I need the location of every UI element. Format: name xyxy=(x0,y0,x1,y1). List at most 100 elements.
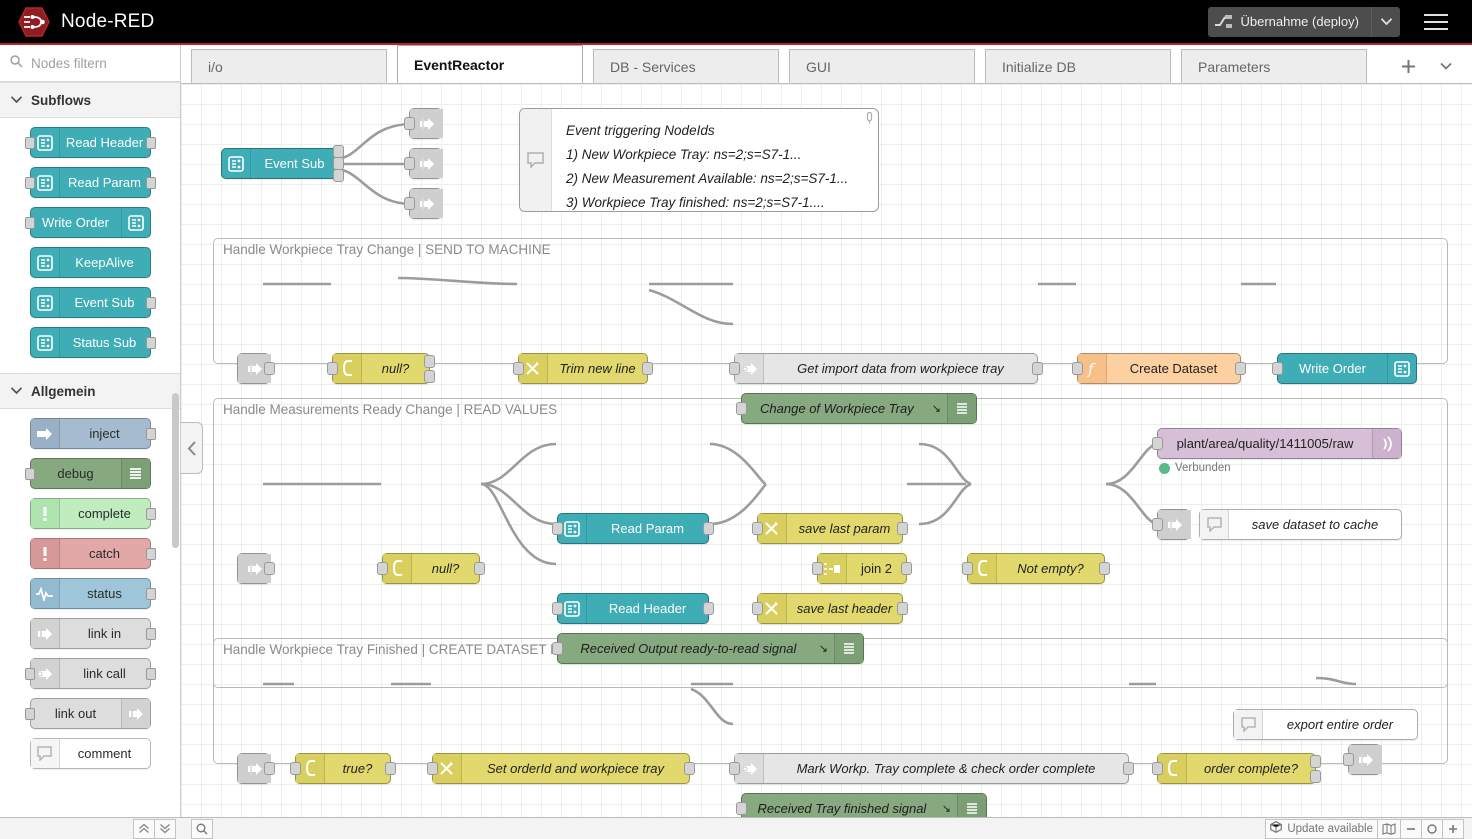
port-out[interactable] xyxy=(145,177,156,189)
port-out[interactable] xyxy=(264,562,275,575)
palette-node-link-call[interactable]: link call xyxy=(24,658,156,689)
port-out[interactable] xyxy=(145,548,156,560)
port-in[interactable] xyxy=(513,362,524,375)
palette-node-inject[interactable]: inject xyxy=(29,418,156,449)
node-switch-null-g1[interactable]: null? xyxy=(327,353,435,384)
node-link-out-1[interactable] xyxy=(404,108,443,139)
palette-node-status[interactable]: status xyxy=(29,578,156,609)
node-link-out-3[interactable] xyxy=(404,188,443,219)
chevrons-up-icon[interactable] xyxy=(133,818,155,839)
node-join-2[interactable]: join 2 xyxy=(812,553,912,584)
node-link-call-mark-workp-tray[interactable]: Mark Workp. Tray complete & check order … xyxy=(729,753,1134,784)
map-icon[interactable] xyxy=(1377,818,1401,839)
port-out[interactable] xyxy=(474,562,485,575)
port-out[interactable] xyxy=(264,362,275,375)
chevron-down-icon[interactable] xyxy=(1372,7,1400,37)
port-in[interactable] xyxy=(1152,762,1163,775)
port-in[interactable] xyxy=(377,562,388,575)
node-link-out-2[interactable] xyxy=(404,148,443,179)
port-out[interactable] xyxy=(684,762,695,775)
node-subflow-write-order[interactable]: Write Order xyxy=(1272,353,1417,384)
node-debug-received-output-ready[interactable]: Received Output ready-to-read signal ↘ xyxy=(552,633,864,664)
port-out[interactable] xyxy=(145,628,156,640)
canvas-search[interactable] xyxy=(191,818,213,839)
search-input[interactable] xyxy=(29,54,169,72)
port-in[interactable] xyxy=(552,522,563,535)
palette-search[interactable] xyxy=(0,45,180,82)
port-in[interactable] xyxy=(736,802,747,815)
palette-node-comment[interactable]: comment xyxy=(29,738,151,769)
node-change-save-last-param[interactable]: save last param xyxy=(752,513,908,544)
port-in[interactable] xyxy=(404,157,415,170)
port-out[interactable] xyxy=(145,668,156,680)
node-change-set-orderid[interactable]: Set orderId and workpiece tray xyxy=(427,753,695,784)
port-out[interactable] xyxy=(703,602,714,615)
tab-db-services[interactable]: DB - Services xyxy=(593,49,779,83)
palette-node-write-order[interactable]: Write Order xyxy=(24,207,151,238)
node-comment-save-dataset-to-cache[interactable]: save dataset to cache xyxy=(1199,509,1402,540)
node-comment-export-entire-order[interactable]: export entire order xyxy=(1233,709,1418,740)
port-in[interactable] xyxy=(24,177,35,189)
node-link-out-g3[interactable] xyxy=(1343,744,1382,775)
port-in[interactable] xyxy=(24,468,35,480)
palette-collapse-button[interactable] xyxy=(181,422,203,474)
port-out-3[interactable] xyxy=(333,169,344,182)
port-out-2[interactable] xyxy=(1310,770,1321,783)
palette-node-keepalive[interactable]: KeepAlive xyxy=(29,247,151,278)
palette-node-link-in[interactable]: link in xyxy=(29,618,156,649)
port-in[interactable] xyxy=(752,522,763,535)
palette-category-subflows[interactable]: Subflows xyxy=(0,82,180,118)
port-in[interactable] xyxy=(962,562,973,575)
port-in[interactable] xyxy=(736,402,747,415)
node-switch-not-empty[interactable]: Not empty? xyxy=(962,553,1110,584)
chevrons-down-icon[interactable] xyxy=(154,818,176,839)
palette-category-allgemein[interactable]: Allgemein xyxy=(0,373,180,409)
node-comment-event-ids[interactable]: Event triggering NodeIds 1) New Workpiec… xyxy=(519,108,879,212)
node-debug-received-tray-finished[interactable]: Received Tray finished signal ↘ xyxy=(736,793,987,817)
port-in[interactable] xyxy=(404,197,415,210)
palette-scrollbar[interactable] xyxy=(172,393,179,548)
port-out[interactable] xyxy=(145,137,156,149)
port-in[interactable] xyxy=(290,762,301,775)
port-in[interactable] xyxy=(729,362,740,375)
port-out[interactable] xyxy=(901,562,912,575)
node-link-in-g2[interactable] xyxy=(237,553,275,584)
node-switch-null-g2[interactable]: null? xyxy=(377,553,485,584)
port-out[interactable] xyxy=(1235,362,1246,375)
node-function-create-dataset[interactable]: f Create Dataset xyxy=(1072,353,1246,384)
tab-io[interactable]: i/o xyxy=(191,49,387,83)
node-subflow-read-header[interactable]: Read Header xyxy=(552,593,714,624)
tab-parameters[interactable]: Parameters xyxy=(1181,49,1367,83)
node-switch-order-complete[interactable]: order complete? xyxy=(1152,753,1321,784)
palette-node-debug[interactable]: debug xyxy=(24,458,151,489)
flow-canvas[interactable]: Event Sub Event triggering NodeIds 1) Ne… xyxy=(181,84,1472,817)
port-in[interactable] xyxy=(24,137,35,149)
node-debug-change-workpiece-tray[interactable]: Change of Workpiece Tray ↘ xyxy=(736,393,977,424)
palette-node-status-sub[interactable]: Status Sub xyxy=(29,327,156,358)
tab-gui[interactable]: GUI xyxy=(789,49,975,83)
palette-node-complete[interactable]: complete xyxy=(29,498,156,529)
plus-icon[interactable] xyxy=(1442,818,1464,839)
port-out[interactable] xyxy=(385,762,396,775)
port-in[interactable] xyxy=(1343,753,1354,766)
port-out[interactable] xyxy=(1123,762,1134,775)
node-link-out-g2[interactable] xyxy=(1152,509,1191,540)
plus-icon[interactable] xyxy=(1394,52,1422,80)
port-in[interactable] xyxy=(729,762,740,775)
port-in[interactable] xyxy=(1152,518,1163,531)
node-event-sub[interactable]: Event Sub xyxy=(221,145,344,182)
hamburger-menu-icon[interactable] xyxy=(1414,5,1458,39)
tab-initialize-db[interactable]: Initialize DB xyxy=(985,49,1171,83)
palette-node-event-sub[interactable]: Event Sub xyxy=(29,287,156,318)
port-in[interactable] xyxy=(427,762,438,775)
port-out[interactable] xyxy=(145,428,156,440)
chevron-down-icon[interactable] xyxy=(1432,52,1460,80)
node-change-save-last-header[interactable]: save last header xyxy=(752,593,908,624)
port-in[interactable] xyxy=(24,217,35,229)
port-in[interactable] xyxy=(327,362,338,375)
minus-icon[interactable] xyxy=(1400,818,1422,839)
port-in[interactable] xyxy=(1152,437,1163,450)
port-in[interactable] xyxy=(752,602,763,615)
port-out[interactable] xyxy=(897,522,908,535)
port-out-1[interactable] xyxy=(424,355,435,368)
